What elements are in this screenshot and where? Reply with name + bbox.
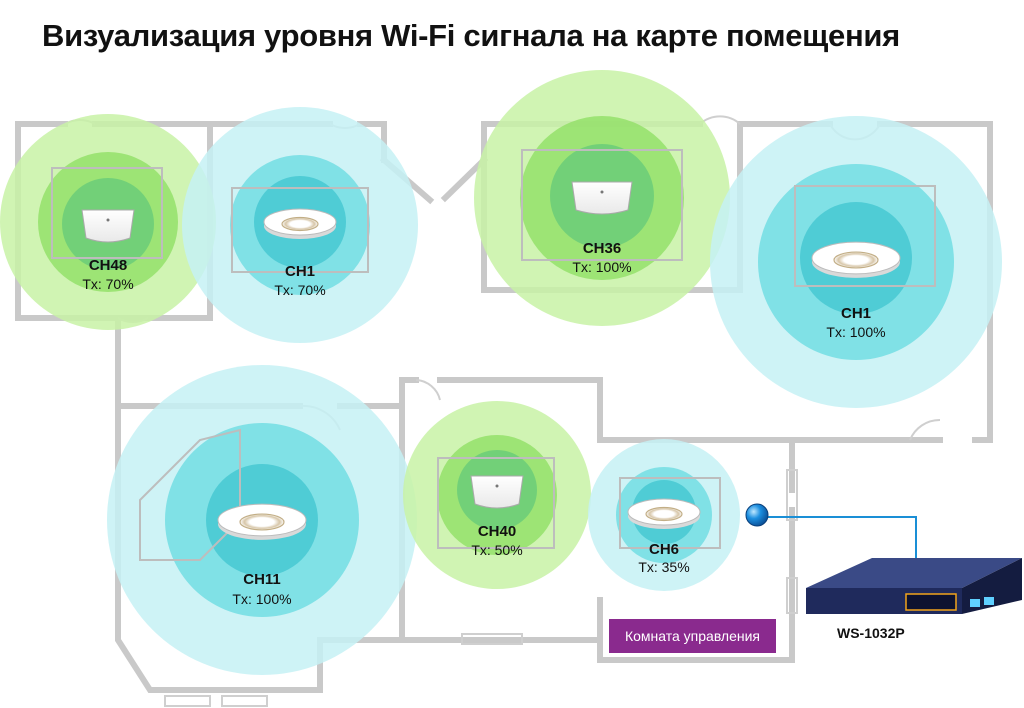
led-icon (600, 190, 604, 194)
led-icon (106, 218, 110, 222)
ap-ch36-device (571, 181, 633, 215)
ap-ch48-channel-label: CH48 (89, 257, 127, 274)
control-room-label: Комната управления (609, 619, 776, 653)
ap-ch40-tx-label: Tx: 50% (471, 542, 522, 558)
ap-ch6-channel-label: CH6 (649, 541, 679, 558)
ap-ch1-a-device (263, 208, 337, 239)
furniture (51, 149, 936, 561)
switch-ports (905, 593, 957, 611)
ap-ch48-device (81, 209, 135, 243)
network-cable (758, 516, 917, 560)
page-title: Визуализация уровня Wi-Fi сигнала на кар… (42, 18, 900, 53)
access-point-ring (281, 216, 319, 232)
ap-ch40-channel-label: CH40 (478, 523, 516, 540)
ap-ch11-channel-label: CH11 (243, 571, 281, 588)
ap-ch36-tx-label: Tx: 100% (572, 259, 631, 275)
ap-ch1-b-tx-label: Tx: 100% (826, 324, 885, 340)
access-point-ring (645, 506, 683, 522)
ap-ch11-tx-label: Tx: 100% (232, 591, 291, 607)
led-icon (495, 484, 499, 488)
ap-ch1-b-channel-label: CH1 (841, 305, 871, 322)
ap-ch6-tx-label: Tx: 35% (638, 559, 689, 575)
ap-ch1-a-channel-label: CH1 (285, 263, 315, 280)
ap-ch1-b-device (811, 241, 901, 278)
access-point-ring (833, 251, 879, 269)
ap-ch11-device (217, 503, 307, 540)
access-point-icon (470, 475, 524, 509)
access-point-icon (571, 181, 633, 215)
ap-ch40-device (470, 475, 524, 509)
ap-ch1-a-tx-label: Tx: 70% (274, 282, 325, 298)
network-node (745, 503, 769, 527)
ap-ch6-device (627, 498, 701, 529)
access-point-ring (239, 513, 285, 531)
access-point-icon (81, 209, 135, 243)
ap-ch48-tx-label: Tx: 70% (82, 276, 133, 292)
ap-ch36-channel-label: CH36 (583, 240, 621, 257)
switch-model-label: WS-1032P (837, 625, 905, 641)
ws-1032p-switch (806, 558, 1022, 614)
